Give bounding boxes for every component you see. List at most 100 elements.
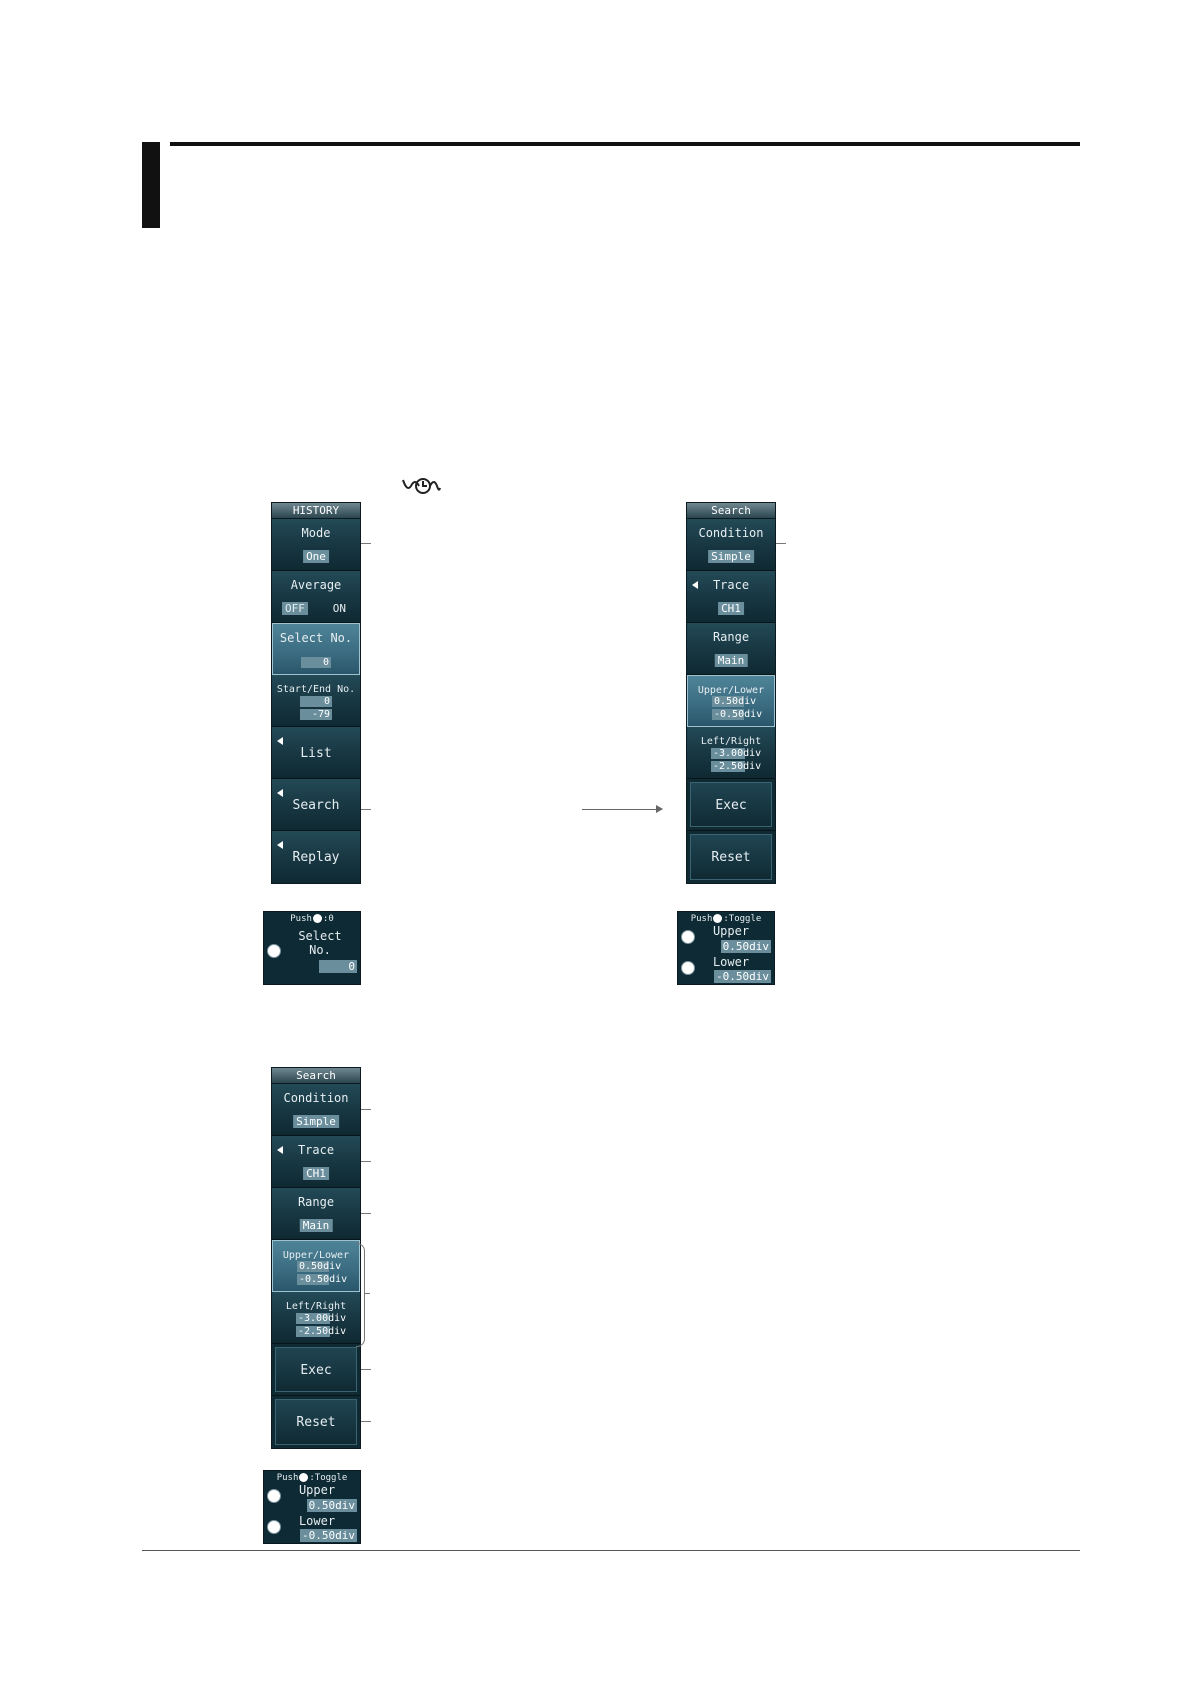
- header-rule: [170, 142, 1080, 146]
- footer-rule: [142, 1550, 1080, 1551]
- range-value: Main: [299, 1219, 333, 1232]
- list-softkey[interactable]: List: [272, 727, 360, 779]
- left-right-label: Left/Right: [285, 1301, 347, 1312]
- jog-knob-lower-icon[interactable]: [681, 961, 695, 975]
- lower-popup-value: -0.50div: [714, 970, 771, 983]
- mode-label: Mode: [301, 526, 331, 540]
- popup-title-prefix: Push: [690, 914, 713, 924]
- start-end-softkey[interactable]: Start/End No. 0 -79: [272, 675, 360, 727]
- average-off-option: OFF: [282, 602, 308, 615]
- select-no-label: Select No.: [279, 631, 353, 645]
- callout-line: [361, 1161, 371, 1162]
- condition-value: Simple: [708, 550, 754, 563]
- select-no-value-bar: 0: [301, 657, 331, 668]
- callout-line: [361, 1213, 371, 1214]
- set-key-icon: [299, 1473, 309, 1482]
- submenu-arrow-icon: [277, 841, 283, 849]
- exec-label: Exec: [715, 798, 747, 813]
- search-label: Search: [292, 798, 340, 813]
- range-label: Range: [297, 1195, 335, 1209]
- replay-softkey[interactable]: Replay: [272, 831, 360, 883]
- submenu-arrow-icon: [277, 789, 283, 797]
- condition-softkey[interactable]: Condition Simple: [687, 519, 775, 571]
- upper-lower-label: Upper/Lower: [697, 685, 765, 696]
- start-end-label: Start/End No.: [276, 684, 356, 695]
- left-right-label: Left/Right: [700, 736, 762, 747]
- exec-softkey[interactable]: Exec: [687, 779, 775, 831]
- average-softkey[interactable]: Average OFF ON: [272, 571, 360, 623]
- end-value: -79: [300, 709, 332, 720]
- trace-softkey[interactable]: Trace CH1: [687, 571, 775, 623]
- select-no-value: 0: [322, 657, 329, 668]
- jog-knob-icon[interactable]: [267, 944, 281, 958]
- exec-button-face: [275, 1347, 357, 1392]
- exec-softkey[interactable]: Exec: [272, 1344, 360, 1396]
- arrow-to-search-menu: [582, 805, 663, 813]
- menu-title: Search: [687, 503, 775, 519]
- menu-title: Search: [272, 1068, 360, 1084]
- jog-knob-upper-icon[interactable]: [267, 1489, 281, 1503]
- popup-title-prefix: Push: [290, 914, 312, 924]
- upper-lower-jog-popup-detail: Push:Toggle Upper 0.50div Lower -0.50div: [263, 1470, 361, 1544]
- trace-value: CH1: [718, 602, 744, 615]
- jog-knob-upper-icon[interactable]: [681, 930, 695, 944]
- left-right-softkey[interactable]: Left/Right -3.00div -2.50div: [272, 1292, 360, 1344]
- upper-value: 0.50div: [297, 1261, 342, 1272]
- select-no-popup-value: 0: [319, 960, 357, 973]
- condition-softkey[interactable]: Condition Simple: [272, 1084, 360, 1136]
- search-softkey[interactable]: Search: [272, 779, 360, 831]
- upper-lower-softkey[interactable]: Upper/Lower 0.50div -0.50div: [687, 675, 775, 727]
- menu-title: HISTORY: [272, 503, 360, 519]
- select-no-softkey[interactable]: Select No. 0: [272, 623, 360, 675]
- lower-popup-label: Lower: [712, 955, 750, 969]
- condition-label: Condition: [283, 1091, 349, 1105]
- upper-lower-label: Upper/Lower: [282, 1250, 350, 1261]
- list-label: List: [300, 746, 332, 761]
- jog-knob-lower-icon[interactable]: [267, 1520, 281, 1534]
- upper-popup-value: 0.50div: [306, 1499, 357, 1512]
- upper-lower-softkey[interactable]: Upper/Lower 0.50div -0.50div: [272, 1240, 360, 1292]
- left-value: -3.00div: [711, 748, 762, 759]
- chapter-marker: [142, 142, 160, 228]
- popup-title-suffix: :Toggle: [309, 1473, 348, 1483]
- range-softkey[interactable]: Range Main: [687, 623, 775, 675]
- callout-line: [776, 543, 786, 544]
- reset-key-icon: [312, 914, 322, 923]
- reset-softkey[interactable]: Reset: [687, 831, 775, 883]
- average-on-option: ON: [332, 602, 346, 615]
- popup-title: Push :0: [264, 914, 360, 924]
- callout-line: [361, 543, 371, 544]
- reset-label: Reset: [296, 1415, 336, 1430]
- upper-value: 0.50div: [712, 696, 757, 707]
- lower-value: -0.50div: [297, 1274, 348, 1285]
- range-bracket: [356, 1243, 365, 1347]
- callout-line: [361, 1109, 371, 1110]
- upper-popup-label: Upper: [298, 1483, 336, 1497]
- history-softkey-menu: HISTORY Mode One Average OFF ON Select N…: [271, 502, 361, 884]
- set-key-icon: [713, 914, 723, 923]
- reset-button-face: [690, 834, 772, 880]
- trace-value: CH1: [303, 1167, 329, 1180]
- range-label: Range: [712, 630, 750, 644]
- popup-title: Push :Toggle: [678, 914, 774, 924]
- right-value: -2.50div: [296, 1326, 347, 1337]
- exec-button-face: [690, 782, 772, 827]
- mode-softkey[interactable]: Mode One: [272, 519, 360, 571]
- callout-line: [361, 809, 371, 810]
- popup-title-suffix: :0: [322, 914, 334, 924]
- callout-line: [361, 1421, 371, 1422]
- reset-label: Reset: [711, 850, 751, 865]
- lower-popup-value: -0.50div: [300, 1529, 357, 1542]
- reset-softkey[interactable]: Reset: [272, 1396, 360, 1448]
- start-value: 0: [300, 696, 332, 707]
- exec-label: Exec: [300, 1363, 332, 1378]
- search-softkey-menu-detail: Search Condition Simple Trace CH1 Range …: [271, 1067, 361, 1449]
- submenu-arrow-icon: [277, 737, 283, 745]
- mode-value: One: [303, 550, 329, 563]
- left-right-softkey[interactable]: Left/Right -3.00div -2.50div: [687, 727, 775, 779]
- trace-softkey[interactable]: Trace CH1: [272, 1136, 360, 1188]
- range-softkey[interactable]: Range Main: [272, 1188, 360, 1240]
- popup-title-suffix: :Toggle: [723, 914, 762, 924]
- popup-title-prefix: Push: [276, 1473, 299, 1483]
- upper-popup-label: Upper: [712, 924, 750, 938]
